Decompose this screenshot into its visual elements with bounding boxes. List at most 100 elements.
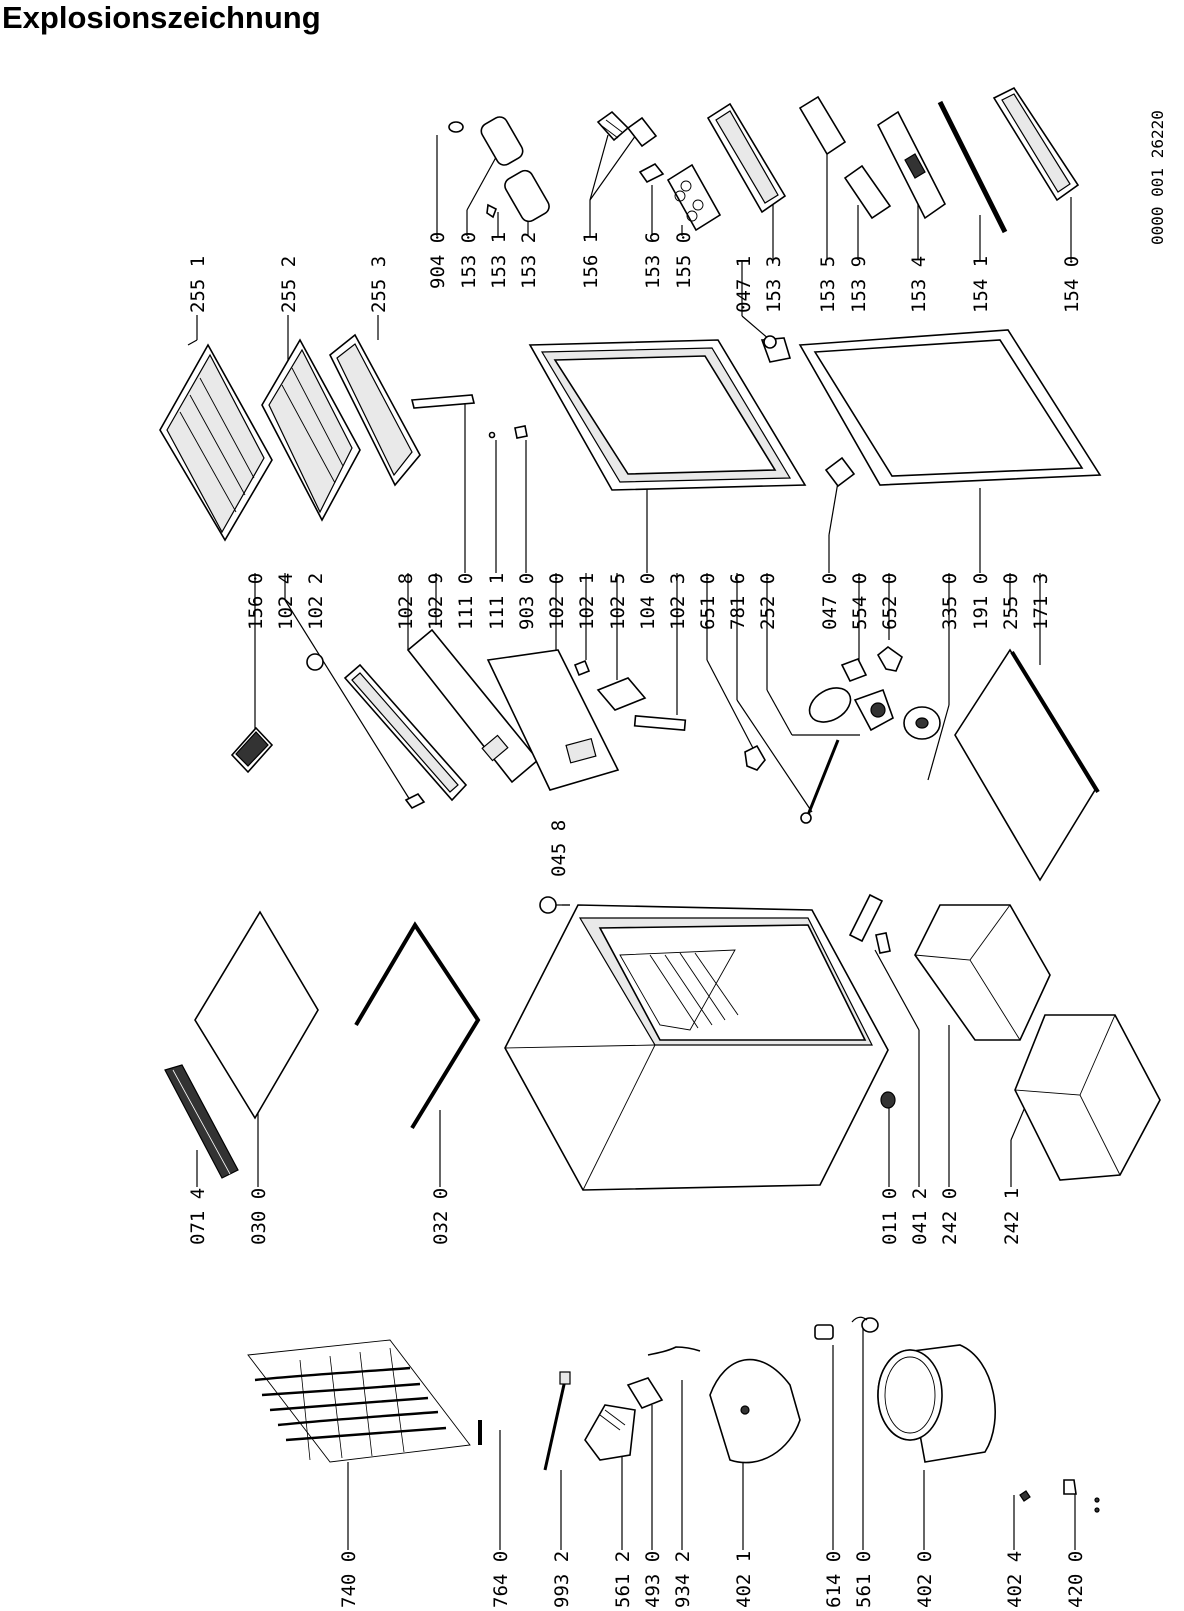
label-047-1: 047 1 — [733, 256, 755, 313]
label-045-8: 045 8 — [548, 820, 570, 877]
label-903-0: 903 0 — [516, 573, 538, 630]
bracket-111-0 — [410, 394, 476, 409]
label-153-5: 153 5 — [817, 256, 839, 313]
label-652-0: 652 0 — [879, 573, 901, 630]
label-191-0: 191 0 — [970, 573, 992, 630]
label-041-2: 041 2 — [909, 1188, 931, 1245]
label-993-2: 993 2 — [551, 1551, 573, 1608]
switch-554-0 — [840, 657, 868, 683]
label-032-0: 032 0 — [430, 1188, 452, 1245]
label-402-4: 402 4 — [1004, 1551, 1026, 1608]
shelf-255-2 — [261, 338, 361, 522]
egg-tray-155-0 — [666, 163, 722, 232]
label-335-0: 335 0 — [939, 573, 961, 630]
label-156-1: 156 1 — [580, 232, 602, 289]
evaporator-door-102-0 — [486, 649, 620, 791]
label-153-4: 153 4 — [908, 256, 930, 313]
label-102-1: 102 1 — [576, 573, 598, 630]
lamp-holder-651-0 — [744, 744, 766, 771]
part-labels: 255 1 255 2 255 3 904 0 153 0 153 1 153 … — [187, 232, 1087, 1608]
label-102-2: 102 2 — [305, 573, 327, 630]
label-242-0: 242 0 — [939, 1188, 961, 1245]
shelf-strip-171-3 — [1010, 650, 1100, 794]
label-255-1: 255 1 — [187, 256, 209, 313]
cable-993-2 — [543, 1371, 571, 1471]
wire-934-2 — [647, 1346, 701, 1356]
label-011-0: 011 0 — [879, 1188, 901, 1245]
hinge-041-2 — [848, 893, 891, 954]
label-255-0: 255 0 — [1000, 573, 1022, 630]
clip-903-0 — [514, 425, 528, 439]
label-071-4: 071 4 — [187, 1188, 209, 1245]
label-111-1: 111 1 — [486, 573, 508, 630]
label-153-2: 153 2 — [518, 232, 540, 289]
label-904-0: 904 0 — [427, 232, 449, 289]
freezer-door-104-0 — [528, 339, 807, 491]
shelf-255-3 — [328, 333, 421, 487]
label-764-0: 764 0 — [490, 1551, 512, 1608]
holder-153-6 — [638, 162, 665, 184]
label-111-0: 111 0 — [455, 573, 477, 630]
compressor-402-0 — [877, 1344, 996, 1463]
door-shelf-153-4 — [876, 110, 947, 220]
label-153-1: 153 1 — [488, 232, 510, 289]
label-554-0: 554 0 — [849, 573, 871, 630]
diagram-title: Explosionszeichnung — [2, 0, 321, 35]
lamp-652-0 — [876, 645, 903, 672]
hinge-102-2 — [306, 653, 324, 671]
label-102-0: 102 0 — [546, 573, 568, 630]
door-rail-154-1 — [937, 100, 1008, 234]
door-gasket-191-0 — [798, 329, 1102, 486]
label-153-0: 153 0 — [458, 232, 480, 289]
label-781-6: 781 6 — [727, 573, 749, 630]
label-561-2: 561 2 — [612, 1551, 634, 1608]
relay-561-2 — [584, 1404, 636, 1461]
screw-045-8 — [539, 896, 570, 914]
glass-shelf-255-0 — [954, 648, 1096, 882]
label-156-0: 156 0 — [245, 573, 267, 630]
document-number: 0000 001 26220 — [1148, 110, 1167, 245]
pad-102-5 — [596, 677, 647, 711]
flap-frame-102-8 — [343, 663, 468, 810]
label-934-2: 934 2 — [672, 1551, 694, 1608]
latch-102-1 — [573, 659, 591, 677]
ice-tray-156-1 — [596, 110, 658, 148]
ice-cube-tray-156-0 — [230, 726, 274, 774]
butter-cover-153-2 — [504, 169, 550, 223]
condenser-740-0 — [247, 1339, 471, 1463]
label-154-0: 154 0 — [1061, 256, 1083, 313]
door-shelf-154-0 — [992, 86, 1080, 202]
crisper-drawer-242-1 — [1014, 1014, 1161, 1181]
label-402-0: 402 0 — [914, 1551, 936, 1608]
relay-561-0 — [851, 1316, 879, 1333]
door-shelf-153-5 — [798, 95, 847, 156]
tray-402-1 — [709, 1358, 801, 1464]
label-740-0: 740 0 — [338, 1551, 360, 1608]
label-153-6: 153 6 — [642, 232, 664, 289]
hinge-047-1 — [760, 335, 792, 363]
clip-153-1 — [486, 203, 498, 219]
grille-071-4 — [164, 1064, 239, 1179]
cabinet-body — [504, 904, 889, 1191]
label-102-8: 102 8 — [395, 573, 417, 630]
label-561-0: 561 0 — [853, 1551, 875, 1608]
door-shelf-153-3 — [706, 102, 787, 214]
shelf-255-1 — [159, 343, 273, 542]
clip-402-4 — [1019, 1490, 1031, 1502]
label-153-9: 153 9 — [848, 256, 870, 313]
label-154-1: 154 1 — [970, 256, 992, 313]
cover-panel-030-0 — [194, 910, 319, 1120]
capillary-781-6 — [800, 739, 840, 824]
label-030-0: 030 0 — [248, 1188, 270, 1245]
grommet-614-0 — [814, 1324, 834, 1340]
strip-102-3 — [633, 714, 687, 732]
label-102-3: 102 3 — [667, 573, 689, 630]
label-171-3: 171 3 — [1030, 573, 1052, 630]
hinge-047-0 — [824, 456, 856, 488]
crisper-drawer-242-0 — [914, 904, 1051, 1041]
egg-holder-904-0 — [448, 121, 464, 133]
screw-111-1 — [488, 431, 496, 439]
label-047-0: 047 0 — [819, 573, 841, 630]
label-493-0: 493 0 — [642, 1551, 664, 1608]
butter-dish-153-0 — [480, 116, 524, 166]
